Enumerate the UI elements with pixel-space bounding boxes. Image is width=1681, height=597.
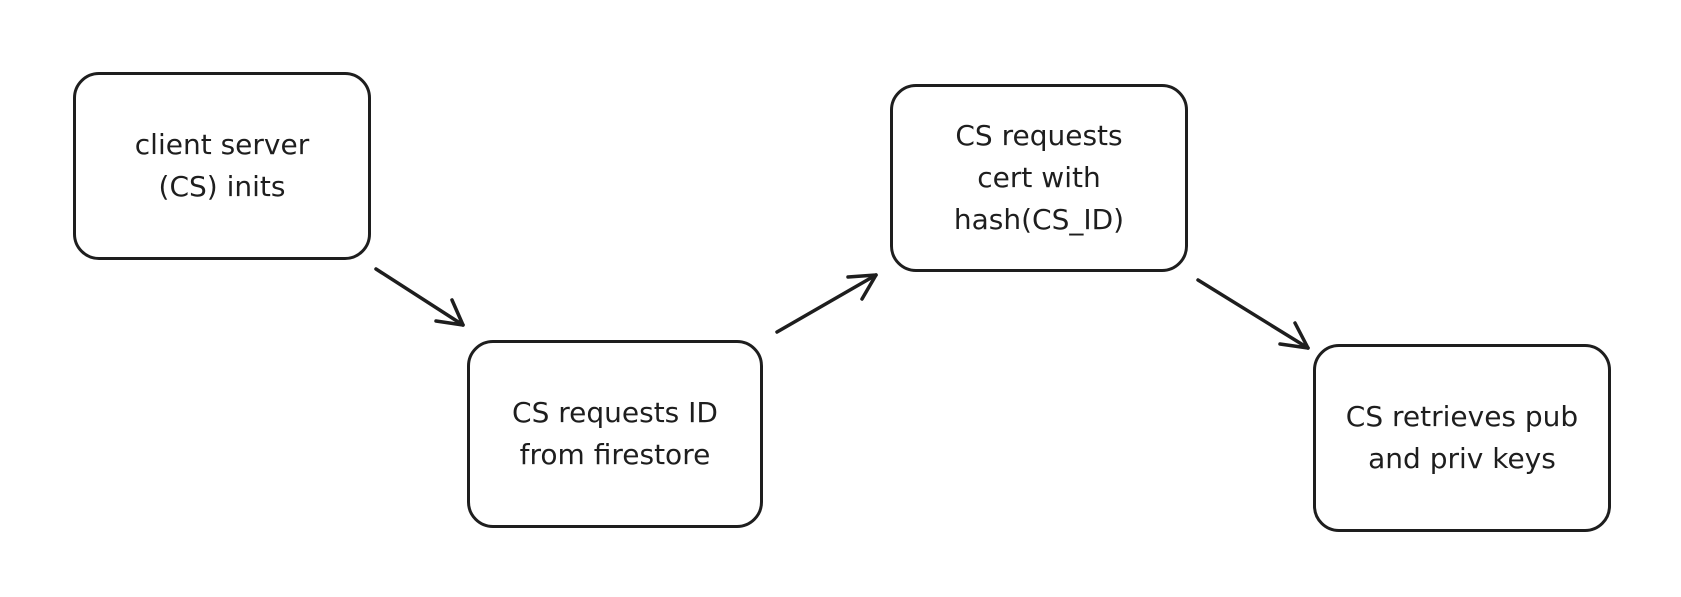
arrow-n3-to-n4 bbox=[1196, 278, 1310, 350]
flow-node-client-init[interactable]: client server (CS) inits bbox=[73, 72, 371, 260]
node-label: CS requests cert with hash(CS_ID) bbox=[953, 119, 1125, 236]
flow-node-request-cert[interactable]: CS requests cert with hash(CS_ID) bbox=[890, 84, 1188, 272]
node-label: client server (CS) inits bbox=[134, 128, 310, 203]
node-label: CS requests ID from firestore bbox=[512, 396, 718, 471]
node-label: CS retrieves pub and priv keys bbox=[1345, 400, 1579, 475]
flow-node-request-id[interactable]: CS requests ID from firestore bbox=[467, 340, 763, 528]
arrow-n1-to-n2 bbox=[374, 267, 465, 327]
arrow-n2-to-n3 bbox=[775, 273, 878, 334]
flow-node-retrieve-keys[interactable]: CS retrieves pub and priv keys bbox=[1313, 344, 1611, 532]
